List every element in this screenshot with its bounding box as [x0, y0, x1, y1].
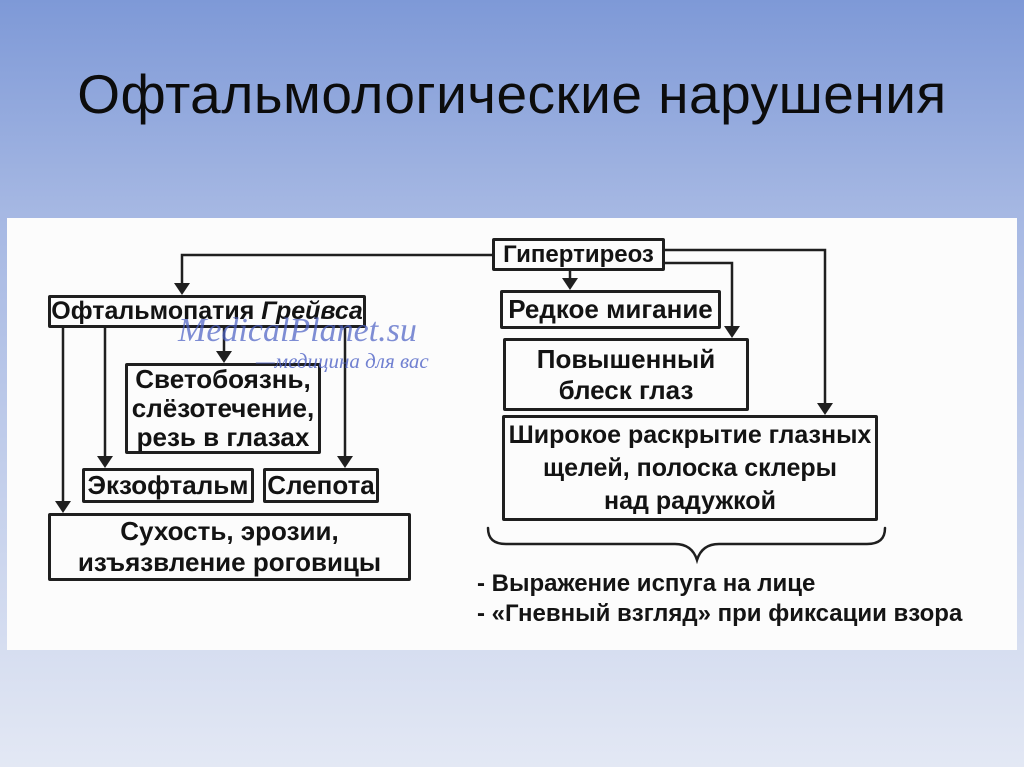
- arrow-down-icon: [174, 283, 190, 295]
- node-label: Офтальмопатия Грейвса: [51, 297, 362, 326]
- watermark-tagline: —медицина для вас: [256, 349, 429, 373]
- node-label: Сухость, эрозии, изъязвление роговицы: [77, 516, 382, 577]
- connector-lines: [61, 248, 827, 501]
- node-graves-ophthalmopathy: Офтальмопатия Грейвса: [48, 295, 366, 328]
- arrow-down-icon: [724, 326, 740, 338]
- node-wide-palpebral-fissures: Широкое раскрытие глазных щелей, полоска…: [502, 415, 878, 521]
- flow-connectors: [55, 248, 887, 565]
- line-to-eye-shine: [665, 261, 734, 326]
- diagram-panel: Гипертиреоз Офтальмопатия Грейвса Редкое…: [7, 218, 1017, 650]
- watermark-site-name: MedicalPlanet.su: [178, 312, 417, 349]
- node-increased-eye-shine: Повышенный блеск глаз: [503, 338, 749, 411]
- node-exophthalmos: Экзофтальм: [82, 468, 254, 503]
- line-to-graves: [180, 253, 492, 285]
- node-label: Гипертиреоз: [503, 240, 654, 268]
- node-cornea-dryness: Сухость, эрозии, изъязвление роговицы: [48, 513, 411, 581]
- node-label: Повышенный блеск глаз: [536, 343, 716, 405]
- node-label: Слепота: [267, 470, 375, 500]
- node-label: Редкое мигание: [508, 294, 713, 324]
- line-to-wide-fissures: [665, 248, 827, 403]
- node-label: Светобоязнь, слёзотечение, резь в глазах: [131, 364, 315, 452]
- node-photophobia: Светобоязнь, слёзотечение, резь в глазах: [125, 363, 321, 454]
- graves-prefix: Офтальмопатия: [51, 297, 262, 325]
- node-label: Экзофтальм: [87, 470, 249, 500]
- arrow-down-icon: [97, 456, 113, 468]
- connector-arrows: [55, 278, 833, 513]
- node-rare-blinking: Редкое мигание: [500, 290, 721, 329]
- note-line: - Выражение испуга на лице: [477, 570, 816, 597]
- arrow-down-icon: [817, 403, 833, 415]
- node-label: Широкое раскрытие глазных щелей, полоска…: [508, 420, 872, 515]
- arrow-down-icon: [337, 456, 353, 468]
- page-title: Офтальмологические нарушения: [77, 63, 947, 125]
- arrow-down-icon: [562, 278, 578, 290]
- node-blindness: Слепота: [263, 468, 379, 503]
- graves-italic: Грейвса: [261, 297, 363, 325]
- node-hyperthyroidism: Гипертиреоз: [492, 238, 665, 271]
- arrow-down-icon: [216, 351, 232, 363]
- notes-list: - Выражение испуга на лице - «Гневный вз…: [477, 569, 962, 629]
- grouping-brace: [486, 526, 887, 565]
- note-line: - «Гневный взгляд» при фиксации взора: [477, 600, 963, 627]
- arrow-down-icon: [55, 501, 71, 513]
